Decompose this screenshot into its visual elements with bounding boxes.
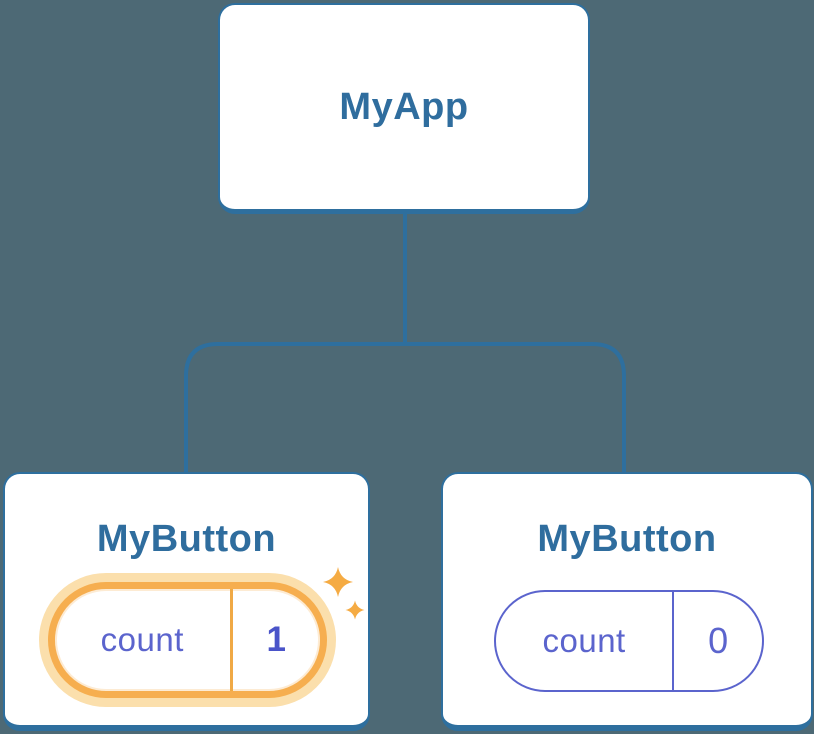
state-value: 0	[708, 620, 729, 661]
state-label-section: count	[496, 592, 675, 690]
state-label: count	[100, 621, 184, 658]
child-component-card-right: MyButton count 0	[441, 472, 813, 731]
root-component-card: MyApp	[218, 3, 590, 214]
state-value: 1	[266, 620, 286, 659]
state-value-section: 1	[233, 589, 320, 691]
state-pill-highlighted: count 1	[48, 582, 327, 698]
state-label: count	[542, 622, 626, 659]
child-component-title-right: MyButton	[537, 518, 717, 560]
child-component-title-left: MyButton	[96, 518, 277, 560]
state-pill-plain: count 0	[494, 590, 764, 692]
state-label-section: count	[55, 589, 233, 691]
child-component-card-left: MyButton count 1	[3, 472, 370, 731]
root-component-title: MyApp	[339, 85, 469, 128]
state-value-section: 0	[674, 592, 762, 690]
sparkle-icon	[323, 567, 365, 620]
